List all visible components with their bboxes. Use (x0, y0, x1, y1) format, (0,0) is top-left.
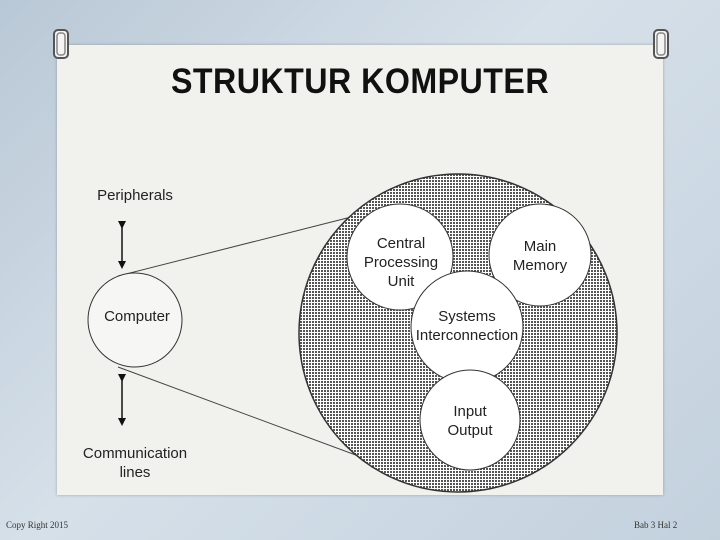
binder-clip-left-icon (53, 29, 69, 59)
cpu-label: Central Processing Unit (363, 235, 439, 290)
cpu-circle (346, 203, 454, 311)
footer-copyright: Copy Right 2015 (6, 520, 69, 530)
input-output-label: Input Output (447, 403, 493, 439)
main-memory-label: Main Memory (512, 238, 568, 274)
tangent-line-bottom (117, 366, 381, 465)
main-memory-circle (488, 203, 592, 307)
page-title: STRUKTUR KOMPUTER (170, 62, 550, 101)
peripherals-label: Peripherals (97, 187, 173, 204)
binder-clip-right-icon (653, 29, 669, 59)
communication-lines-label: Communication lines (82, 445, 188, 481)
input-output-circle (419, 369, 521, 471)
computer-label: Computer (104, 308, 170, 325)
systems-interconnection-label: Systems Interconnection (415, 308, 519, 344)
footer-page-ref: Bab 3 Hal 2 (634, 520, 678, 530)
computer-circle (87, 272, 183, 368)
